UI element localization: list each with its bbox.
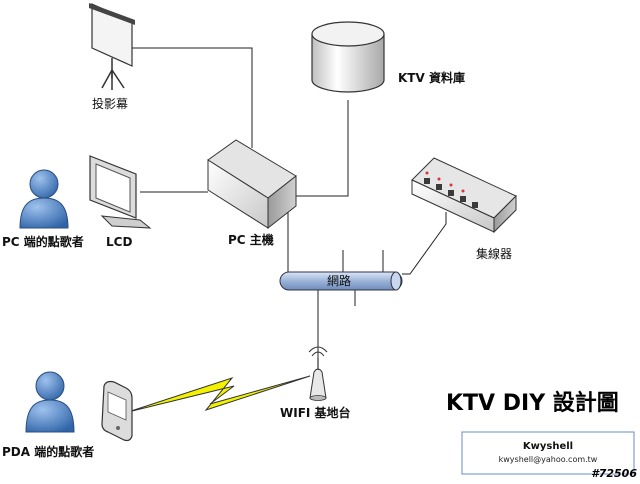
author-name: Kwyshell [523, 441, 573, 452]
hub-icon [411, 157, 517, 234]
projector-screen-icon [89, 3, 135, 90]
hub-label: 集線器 [476, 246, 512, 261]
database-label: KTV 資料庫 [398, 70, 465, 85]
pda-device-icon [101, 380, 133, 442]
wifi-label: WIFI 基地台 [280, 405, 351, 420]
pda-user-label: PDA 端的點歌者 [2, 444, 94, 459]
network-bus [279, 271, 403, 291]
image-id: #72506 [591, 467, 637, 480]
connection-lines [128, 47, 447, 360]
diagram-title: KTV DIY 設計圖 [446, 390, 619, 416]
author-email: kwyshell@yahoo.com.tw [499, 455, 598, 464]
projector-label: 投影幕 [92, 96, 128, 111]
network-label: 網路 [327, 273, 351, 288]
lcd-monitor-icon [89, 155, 152, 229]
pc-host-icon [207, 139, 297, 230]
pc-user-person-icon [19, 169, 69, 229]
database-icon [311, 21, 385, 93]
lcd-label: LCD [106, 235, 132, 249]
wireless-link-lightning-icon [127, 375, 311, 413]
wifi-access-point-icon [308, 346, 328, 401]
pc-user-label: PC 端的點歌者 [2, 234, 84, 249]
author-box: Kwyshell kwyshell@yahoo.com.tw [461, 431, 635, 475]
pda-user-person-icon [25, 371, 75, 433]
pc-host-label: PC 主機 [228, 232, 274, 247]
